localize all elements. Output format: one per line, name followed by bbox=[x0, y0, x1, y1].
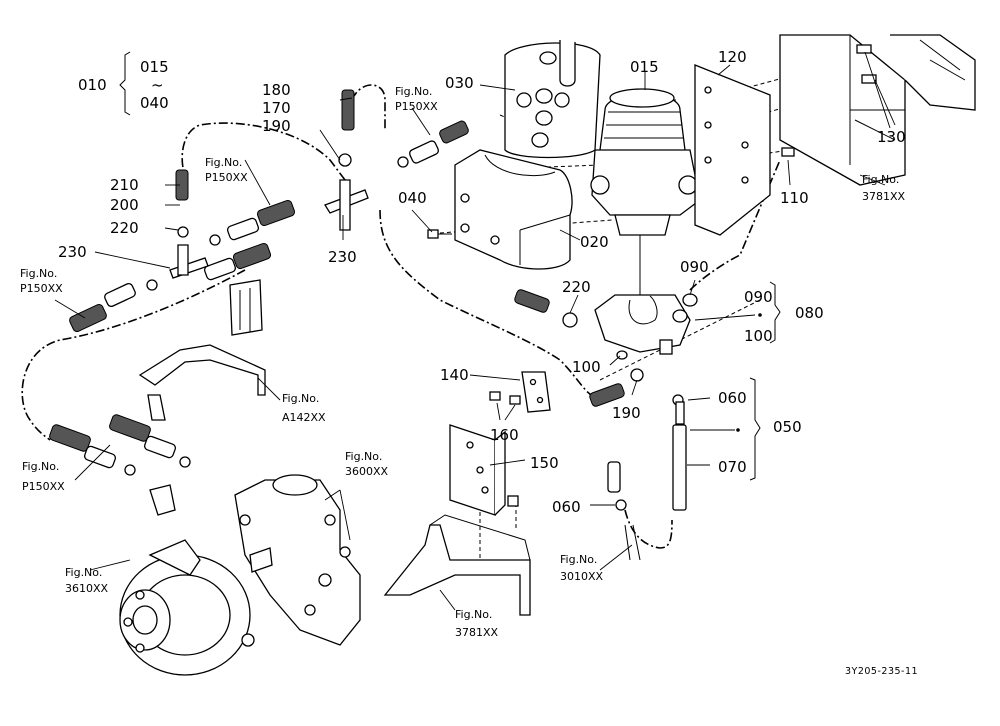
frame-stay-middle bbox=[138, 279, 266, 421]
svg-text:P150XX: P150XX bbox=[205, 171, 248, 184]
svg-text:Fig.No.: Fig.No. bbox=[862, 173, 899, 186]
svg-text:P150XX: P150XX bbox=[20, 282, 63, 295]
svg-text:A142XX: A142XX bbox=[282, 411, 326, 424]
label-040-range: 040 bbox=[140, 94, 169, 112]
label-100-range: 100 bbox=[744, 327, 773, 345]
drawing-code: 3Y205-235-11 bbox=[845, 666, 918, 677]
label-230-middle: 230 bbox=[328, 248, 357, 266]
clamps[interactable] bbox=[124, 153, 684, 511]
bracket-080[interactable] bbox=[594, 293, 698, 355]
svg-text:Fig.No.: Fig.No. bbox=[22, 460, 59, 473]
svg-text:Fig.No.: Fig.No. bbox=[20, 267, 57, 280]
label-060-right: 060 bbox=[718, 389, 747, 407]
label-015: 015 bbox=[630, 58, 659, 76]
label-150: 150 bbox=[530, 454, 559, 472]
label-110: 110 bbox=[780, 189, 809, 207]
svg-text:3610XX: 3610XX bbox=[65, 582, 109, 595]
svg-text:Fig.No.: Fig.No. bbox=[560, 553, 597, 566]
shroud-lower[interactable] bbox=[454, 149, 573, 270]
shroud-upper[interactable] bbox=[504, 40, 601, 159]
drain-cap[interactable] bbox=[607, 461, 641, 561]
label-090-range: 090 bbox=[744, 288, 773, 306]
svg-text:3010XX: 3010XX bbox=[560, 570, 604, 583]
svg-text:Fig.No.: Fig.No. bbox=[395, 85, 432, 98]
figref-3781-top[interactable]: Fig.No. 3781XX bbox=[862, 173, 906, 203]
frame-bracket bbox=[779, 34, 976, 186]
label-190-top: 190 bbox=[262, 117, 291, 135]
hose-routing bbox=[21, 84, 781, 549]
water-pump bbox=[119, 484, 255, 676]
label-170: 170 bbox=[262, 99, 291, 117]
label-210: 210 bbox=[110, 176, 139, 194]
svg-text:Fig.No.: Fig.No. bbox=[205, 156, 242, 169]
figref-a142[interactable]: Fig.No. A142XX bbox=[282, 392, 326, 424]
svg-text:P150XX: P150XX bbox=[22, 480, 65, 493]
figref-p150-top[interactable]: Fig.No. P150XX bbox=[395, 85, 438, 113]
figref-3781-bottom[interactable]: Fig.No. 3781XX bbox=[455, 608, 499, 639]
thermostat-housing bbox=[234, 474, 361, 646]
bolt-160[interactable] bbox=[489, 391, 521, 507]
figref-p150-left[interactable]: Fig.No. P150XX bbox=[20, 267, 63, 295]
part-labels: 010 015 ~ 040 180 170 190 030 015 120 13… bbox=[58, 48, 906, 516]
bracket-150[interactable] bbox=[449, 424, 506, 516]
bracket-120[interactable] bbox=[694, 64, 771, 236]
bullet-dots bbox=[736, 313, 762, 432]
label-050: 050 bbox=[773, 418, 802, 436]
svg-text:P150XX: P150XX bbox=[395, 100, 438, 113]
braces bbox=[119, 51, 781, 481]
label-230-left: 230 bbox=[58, 243, 87, 261]
svg-text:Fig.No.: Fig.No. bbox=[455, 608, 492, 621]
svg-text:3600XX: 3600XX bbox=[345, 465, 389, 478]
label-080: 080 bbox=[795, 304, 824, 322]
hose-coils bbox=[49, 89, 625, 452]
bolt-110[interactable] bbox=[781, 147, 795, 157]
figref-3600[interactable]: Fig.No. 3600XX bbox=[345, 450, 389, 478]
figref-3610[interactable]: Fig.No. 3610XX bbox=[65, 566, 109, 595]
bolt-040[interactable] bbox=[427, 229, 452, 239]
label-090-top: 090 bbox=[680, 258, 709, 276]
label-200: 200 bbox=[110, 196, 139, 214]
figref-3010[interactable]: Fig.No. 3010XX bbox=[560, 553, 604, 583]
label-tilde: ~ bbox=[151, 76, 164, 94]
leader-lines bbox=[54, 51, 896, 611]
label-190-bottom: 190 bbox=[612, 404, 641, 422]
label-040: 040 bbox=[398, 189, 427, 207]
frame-stay-lower bbox=[383, 514, 531, 616]
label-220-right: 220 bbox=[562, 278, 591, 296]
figure-references: Fig.No. P150XX Fig.No. P150XX Fig.No. P1… bbox=[20, 85, 906, 639]
label-130: 130 bbox=[877, 128, 906, 146]
label-160: 160 bbox=[490, 426, 519, 444]
label-010: 010 bbox=[78, 76, 107, 94]
figref-p150-lower-left[interactable]: Fig.No. P150XX bbox=[22, 460, 65, 493]
label-140: 140 bbox=[440, 366, 469, 384]
svg-text:3781XX: 3781XX bbox=[862, 190, 906, 203]
bracket-140[interactable] bbox=[521, 371, 551, 413]
svg-text:3781XX: 3781XX bbox=[455, 626, 499, 639]
label-180: 180 bbox=[262, 81, 291, 99]
svg-text:Fig.No.: Fig.No. bbox=[345, 450, 382, 463]
hose-tubes bbox=[83, 140, 439, 469]
bolt-130[interactable] bbox=[856, 44, 877, 84]
label-020: 020 bbox=[580, 233, 609, 251]
label-100: 100 bbox=[572, 358, 601, 376]
svg-text:Fig.No.: Fig.No. bbox=[65, 566, 102, 579]
sedimenter-bowl-assembly[interactable] bbox=[590, 88, 701, 295]
drain-pipe-070[interactable] bbox=[672, 401, 687, 511]
figref-p150-upper-left[interactable]: Fig.No. P150XX bbox=[205, 156, 248, 184]
label-030: 030 bbox=[445, 74, 474, 92]
svg-text:Fig.No.: Fig.No. bbox=[282, 392, 319, 405]
label-015-range: 015 bbox=[140, 58, 169, 76]
label-220-left: 220 bbox=[110, 219, 139, 237]
label-060-left: 060 bbox=[552, 498, 581, 516]
tee-joints[interactable] bbox=[169, 179, 369, 279]
label-120: 120 bbox=[718, 48, 747, 66]
label-070: 070 bbox=[718, 458, 747, 476]
